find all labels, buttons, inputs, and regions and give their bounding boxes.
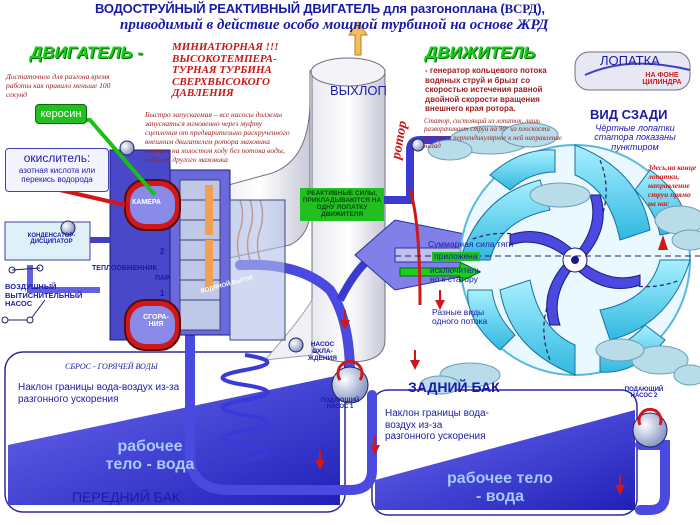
flow-arrows bbox=[315, 189, 668, 495]
blade-label: ЛОПАТКА bbox=[600, 53, 660, 68]
rear-tank-water: рабочее тело - вода bbox=[447, 470, 553, 505]
number-1: 1 bbox=[160, 289, 165, 298]
rear-tank-name: ЗАДНИЙ БАК bbox=[408, 379, 500, 395]
combustion-chambers bbox=[124, 179, 181, 351]
combustion-label: СГОРА-НИЯ bbox=[143, 314, 169, 329]
engine-time-note: Достаточное для разгона время работы как… bbox=[6, 72, 111, 99]
spray-clouds bbox=[419, 122, 700, 395]
stator-note: Статор, состоящий из лопаток, лишь разво… bbox=[424, 117, 562, 151]
front-tank-note: Наклон границы вода-воздух из-за разгонн… bbox=[18, 382, 180, 405]
engine-subtitle: МИНИАТЮРНАЯ !!! ВЫСОКОТЕМПЕРА-ТУРНАЯ ТУР… bbox=[172, 41, 279, 100]
pump2-label: ПОДАЮЩИЙ НАСОС 2 bbox=[624, 387, 664, 400]
thrust-label: Суммарная сила тяги bbox=[428, 239, 514, 249]
engine-start-note: Быстро запускаемая – все насосы должны з… bbox=[145, 110, 290, 164]
heat-exchanger-label: ТЕПЛООБМЕННИК bbox=[92, 265, 157, 272]
propulsor-heading: ДВИЖИТЕЛЬ bbox=[425, 43, 536, 62]
except-label: исключитель но к статору bbox=[430, 265, 481, 284]
flow-types-label: Разные виды одного потока bbox=[432, 307, 488, 326]
steam-label: ПАР bbox=[155, 275, 170, 282]
rear-view-sub: Чёртные лопатки статора показаны пунктир… bbox=[594, 123, 676, 152]
blade-illustration bbox=[574, 51, 691, 91]
propulsor-desc: - генератор кольцевого потока водяных ст… bbox=[425, 66, 547, 114]
rear-view-heading: ВИД СЗАДИ bbox=[590, 107, 668, 122]
pump1-label: ПОДАЮЩИЙ НАСОС 1 bbox=[320, 398, 360, 411]
reactive-force-label: РЕАКТИВНЫЕ СИЛЫ, ПРИКЛАДЫВАЮТСЯ НА ОДНУ … bbox=[300, 188, 384, 221]
oxidizer-box: окислитель: азотная кислота или перекись… bbox=[5, 148, 109, 192]
pump-rotation-icon bbox=[336, 359, 663, 426]
rear-tank-note: Наклон границы вода-воздух из-за разгонн… bbox=[385, 408, 489, 442]
cooling-pump-label: НАСОС ОХЛА-ЖДЕНИЯ bbox=[308, 341, 337, 362]
condenser-label: КОНДЕНСАТОР- ДИСЦИПАТОР bbox=[27, 233, 76, 246]
blade-sub: НА ФОНЕ ЦИЛИНДРА bbox=[642, 72, 682, 87]
number-2: 2 bbox=[160, 247, 165, 256]
oxidizer-line bbox=[59, 188, 126, 207]
rear-tank bbox=[371, 389, 638, 516]
oxidizer-label: окислитель: bbox=[23, 151, 91, 165]
vacuum-pump-label: ВОЗДУШНЫЙ ВЫТИСНИТЕЛЬНЫЙ НАСОС bbox=[5, 282, 83, 309]
blade-tip-note: Здесь,на конце лопатки, направление стру… bbox=[648, 163, 697, 208]
rotor-disk bbox=[459, 144, 691, 376]
oxidizer-desc: азотная кислота или перекись водорода bbox=[18, 166, 96, 184]
front-tank-water: рабочее тело - вода bbox=[105, 438, 195, 473]
condenser-box bbox=[4, 221, 91, 261]
drain-label: СБРОС - ГОРЯЧЕЙ ВОДЫ bbox=[65, 362, 158, 371]
engine-heading: ДВИГАТЕЛЬ - bbox=[30, 43, 143, 62]
applied-label: приложена bbox=[432, 251, 480, 261]
front-tank bbox=[4, 351, 346, 513]
cooling-coil bbox=[220, 353, 270, 462]
title-line2: приводимый в действие особо мощной турби… bbox=[120, 17, 549, 33]
kerosene-label: керосин bbox=[35, 104, 87, 124]
exhaust-label: ВЫХЛОП bbox=[330, 83, 387, 98]
pump-spheres bbox=[60, 138, 668, 448]
turbine-block bbox=[109, 149, 286, 341]
chamber-label: КАМЕРА bbox=[132, 199, 161, 206]
title-line1: ВОДОСТРУЙНЫЙ РЕАКТИВНЫЙ ДВИГАТЕЛЬ для ра… bbox=[95, 1, 545, 16]
exhaust-arrow-icon bbox=[348, 21, 368, 56]
thrust-arrow-icon bbox=[399, 261, 482, 283]
front-tank-name: ПЕРЕДНИЙ БАК bbox=[72, 489, 181, 505]
